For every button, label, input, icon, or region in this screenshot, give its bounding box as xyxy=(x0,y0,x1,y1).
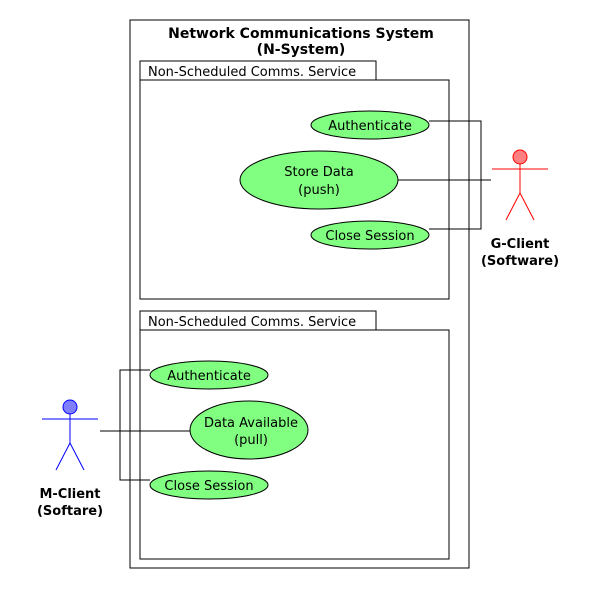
g-client-actor: G-Client (Software) xyxy=(481,149,559,269)
use-case-label-line2: (pull) xyxy=(234,433,268,448)
system-title-line2: (N-System) xyxy=(257,42,346,58)
system-title-line1: Network Communications System xyxy=(168,26,434,42)
m-client-bracket-association xyxy=(119,369,150,481)
actor-right-leg xyxy=(69,442,85,471)
g-client-type: (Software) xyxy=(481,254,559,269)
m-client-name: M-Client xyxy=(39,487,100,502)
use-case-close-session-m: Close Session xyxy=(149,470,269,500)
actor-left-leg xyxy=(505,192,521,221)
m-client-actor: M-Client (Softare) xyxy=(37,399,103,519)
use-case-store-data: Store Data (push) xyxy=(239,150,399,210)
use-case-ellipse xyxy=(310,110,430,140)
use-case-label: Close Session xyxy=(164,479,253,494)
use-case-label-line1: Data Available xyxy=(204,416,298,431)
use-case-ellipse xyxy=(239,150,399,210)
use-case-ellipse xyxy=(189,400,309,460)
actor-left-leg xyxy=(55,442,71,471)
use-case-data-available: Data Available (pull) xyxy=(189,400,309,460)
actor-head xyxy=(62,399,78,415)
g-client-stick-figure-icon xyxy=(492,149,548,221)
use-case-ellipse xyxy=(149,360,269,390)
use-case-label-line1: Store Data xyxy=(284,165,354,180)
use-case-label-line2: (push) xyxy=(298,183,340,198)
use-case-ellipse xyxy=(149,470,269,500)
g-client-bracket-association xyxy=(429,120,482,230)
use-case-label: Authenticate xyxy=(328,119,412,134)
g-client-name: G-Client xyxy=(491,237,550,252)
actor-head xyxy=(512,149,528,165)
m-client-stick-figure-icon xyxy=(42,399,98,471)
package-1-label: Non-Scheduled Comms. Service xyxy=(148,65,356,80)
use-case-authenticate-m: Authenticate xyxy=(149,360,269,390)
use-case-authenticate-g: Authenticate xyxy=(310,110,430,140)
use-case-ellipse xyxy=(310,220,430,250)
package-2-label: Non-Scheduled Comms. Service xyxy=(148,315,356,330)
use-case-close-session-g: Close Session xyxy=(310,220,430,250)
actor-right-leg xyxy=(519,192,535,221)
use-case-label: Authenticate xyxy=(167,369,251,384)
use-case-label: Close Session xyxy=(325,229,414,244)
m-client-type: (Softare) xyxy=(37,504,103,519)
